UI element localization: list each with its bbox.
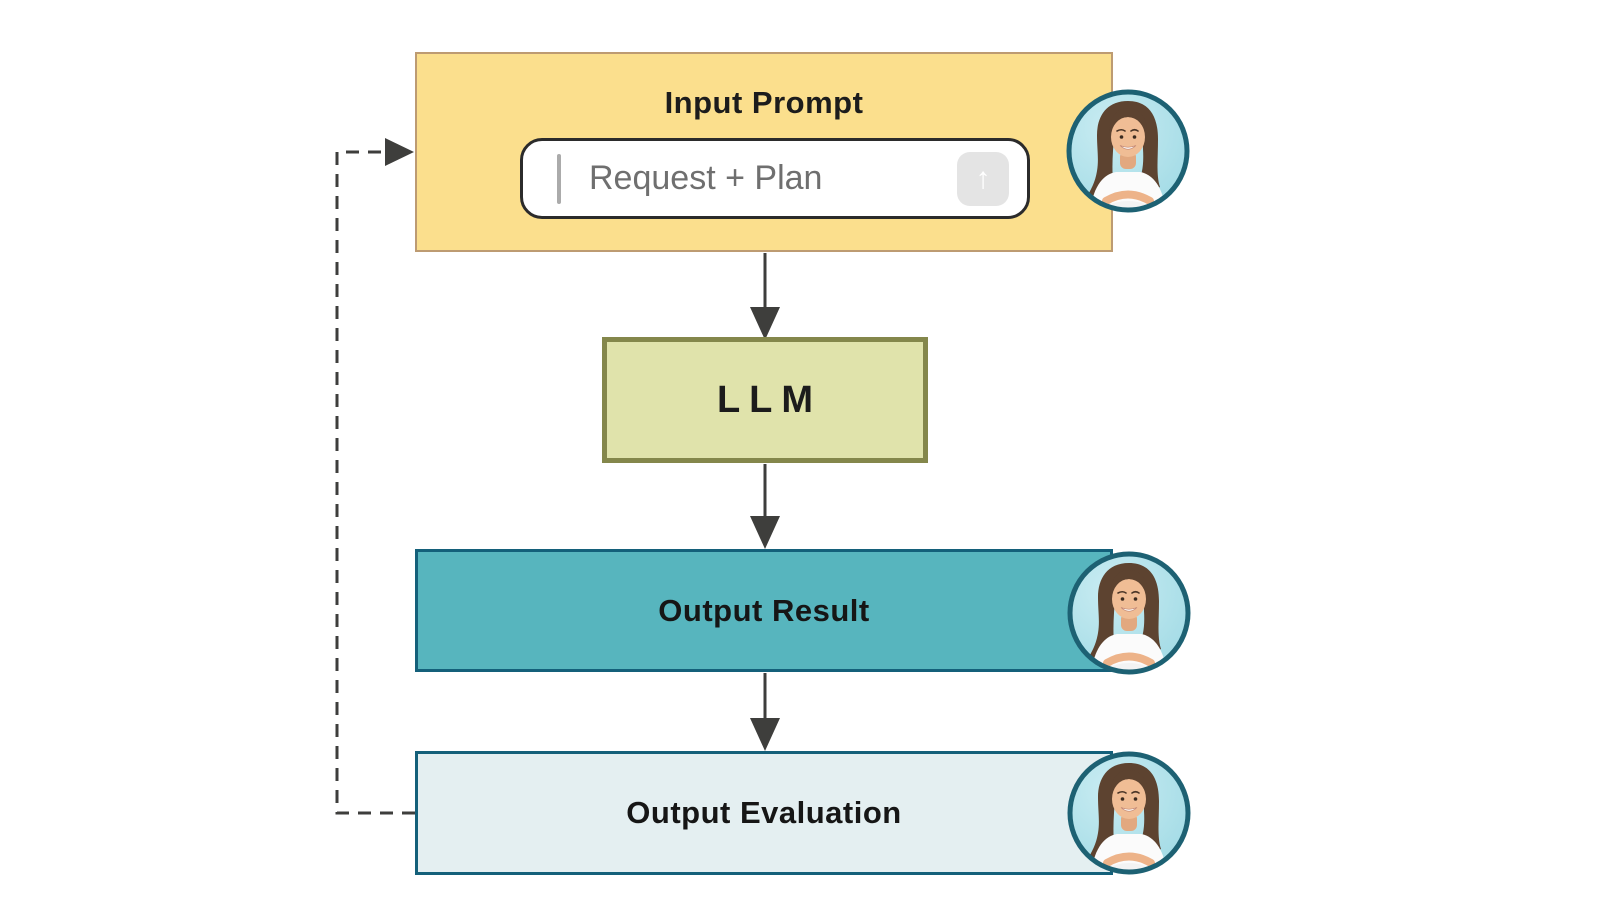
send-button[interactable]: ↑ (957, 151, 1009, 206)
output-evaluation-label: Output Evaluation (626, 795, 902, 830)
output-result-node: Output Result (415, 549, 1113, 672)
feedback-loop-arrow-head (385, 138, 414, 166)
llm-node: LLM (602, 337, 928, 463)
output-result-label: Output Result (658, 592, 870, 628)
input-prompt-node: Input Prompt Request + Plan ↑ (415, 52, 1113, 252)
text-cursor (557, 153, 561, 204)
user-avatar (1065, 549, 1193, 677)
feedback-loop-dashed-line (335, 150, 415, 815)
arrow-llm-to-result-head (750, 516, 780, 549)
user-avatar (1065, 749, 1193, 877)
prompt-input-field[interactable]: Request + Plan ↑ (520, 138, 1030, 219)
arrow-result-to-eval-head (750, 718, 780, 751)
arrow-input-to-llm-head (750, 307, 780, 340)
send-arrow-icon: ↑ (975, 161, 991, 195)
user-avatar (1064, 87, 1192, 215)
llm-label: LLM (716, 378, 823, 421)
prompt-placeholder: Request + Plan (589, 159, 823, 197)
input-prompt-title: Input Prompt (664, 85, 864, 120)
output-evaluation-node: Output Evaluation (415, 751, 1113, 875)
